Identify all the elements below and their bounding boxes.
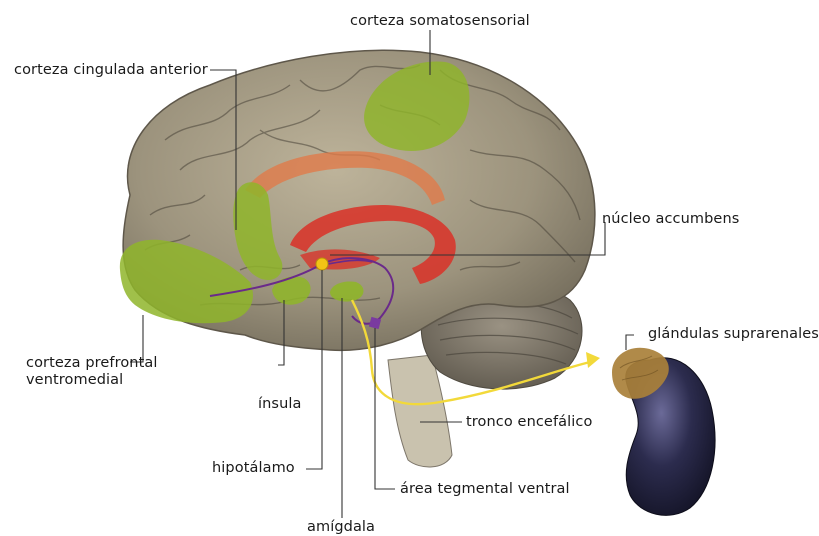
label-nucleus-accumbens: núcleo accumbens [602, 211, 739, 228]
label-vta: área tegmental ventral [400, 481, 570, 498]
label-adrenal: glándulas suprarenales [648, 326, 819, 343]
label-amygdala: amígdala [307, 519, 375, 536]
label-anterior-cingulate: corteza cingulada anterior [14, 62, 208, 79]
label-vmpfc-line2: ventromedial [26, 372, 158, 389]
label-vmpfc: corteza prefrontal ventromedial [26, 355, 158, 389]
hypothalamus-dot [316, 258, 328, 270]
label-brainstem: tronco encefálico [466, 414, 592, 431]
arrow-head [586, 352, 600, 368]
label-insula: ínsula [258, 396, 301, 413]
label-somatosensory: corteza somatosensorial [350, 13, 530, 30]
label-vmpfc-line1: corteza prefrontal [26, 355, 158, 372]
label-hypothalamus: hipotálamo [212, 460, 295, 477]
